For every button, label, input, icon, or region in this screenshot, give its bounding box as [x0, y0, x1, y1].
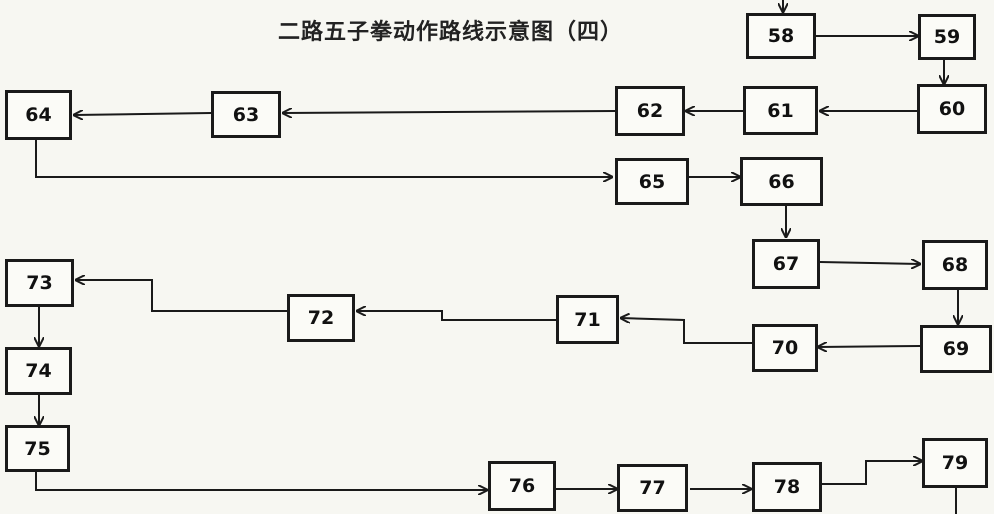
node-63: 63	[211, 91, 281, 138]
node-59: 59	[918, 14, 976, 60]
node-77: 77	[617, 464, 688, 512]
node-60: 60	[917, 84, 987, 134]
node-78: 78	[752, 462, 822, 512]
node-58: 58	[746, 13, 816, 59]
arrow-75-76	[35, 470, 487, 490]
node-74: 74	[5, 347, 72, 395]
node-67: 67	[752, 239, 820, 289]
node-62: 62	[615, 86, 685, 136]
node-66: 66	[740, 157, 823, 206]
arrow-69-70	[818, 346, 921, 347]
node-68: 68	[922, 240, 988, 290]
arrow-67-68	[819, 262, 920, 264]
node-75: 75	[5, 425, 70, 472]
arrow-70-71	[621, 318, 752, 344]
node-64: 64	[5, 90, 72, 140]
arrow-71-72	[357, 311, 556, 321]
node-76: 76	[488, 461, 556, 511]
arrow-78-79	[822, 461, 922, 485]
node-61: 61	[743, 86, 818, 135]
node-72: 72	[287, 294, 355, 342]
node-65: 65	[615, 158, 689, 205]
node-70: 70	[752, 324, 818, 372]
diagram-title: 二路五子拳动作路线示意图（四）	[278, 20, 624, 45]
node-73: 73	[5, 259, 74, 307]
node-79: 79	[922, 438, 988, 488]
arrow-62-63	[283, 111, 616, 113]
arrow-63-64	[74, 113, 212, 115]
node-71: 71	[556, 295, 619, 344]
arrow-64-65	[35, 140, 612, 177]
node-69: 69	[920, 325, 992, 373]
arrow-72-73	[76, 280, 287, 312]
